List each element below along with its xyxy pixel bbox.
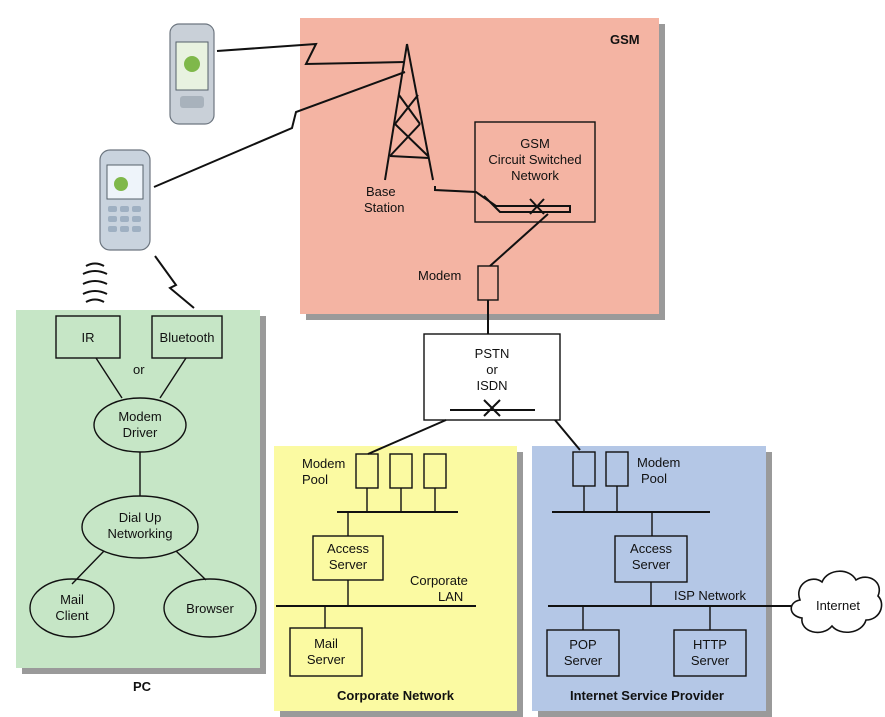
corporate-lan-label-line1: Corporate: [410, 573, 468, 588]
corporate-modem-pool-label-line1: Modem: [302, 456, 345, 471]
phone-screen: [106, 164, 144, 200]
base-station-label-line1: Base: [366, 184, 396, 199]
corporate-region-background: [274, 446, 517, 711]
modem-driver-label-line2: Driver: [123, 425, 158, 440]
browser-label: Browser: [186, 601, 234, 616]
gsm-region: GSM: [300, 18, 665, 320]
isp-modem-pool-label-line1: Modem: [637, 455, 680, 470]
gsm-to-modem-link: [489, 213, 549, 267]
gsm-circuit-label-line3: Network: [511, 168, 559, 183]
dialup-to-mail-client-link: [71, 550, 105, 585]
gsm-switch-path: [434, 186, 571, 213]
pc-region-title: PC: [133, 679, 152, 694]
bluetooth-to-modem-driver-link: [159, 357, 187, 399]
phone-keypad: [108, 206, 141, 232]
pc-region-background: [16, 310, 260, 668]
mail-server-box: [289, 627, 363, 677]
internet-cloud-icon: [790, 570, 883, 634]
mail-client-node: [29, 578, 115, 638]
bluetooth-label: Bluetooth: [160, 330, 215, 345]
gsm-region-title: GSM: [610, 32, 640, 47]
radio-link-p900: [153, 71, 406, 188]
http-server-label-line1: HTTP: [693, 637, 727, 652]
pstn-label-line1: PSTN: [475, 346, 510, 361]
pstn-switch-icon: [450, 399, 535, 417]
modem-driver-label-line1: Modem: [118, 409, 161, 424]
base-station-tower-icon: [384, 43, 434, 181]
pstn-label-line3: ISDN: [476, 378, 507, 393]
ir-to-modem-driver-link: [95, 357, 123, 399]
corporate-access-server-label-line1: Access: [327, 541, 369, 556]
corporate-region-title: Corporate Network: [337, 688, 455, 703]
mail-server-label-line2: Server: [307, 652, 346, 667]
pc-region: PC: [16, 310, 266, 694]
gsm-circuit-label-line1: GSM: [520, 136, 550, 151]
isp-region-background: [532, 446, 766, 711]
pstn-label-line2: or: [486, 362, 498, 377]
gsm-circuit-switched-network-box: [474, 121, 596, 223]
isp-access-server-label-line1: Access: [630, 541, 672, 556]
isp-network-label: ISP Network: [674, 588, 747, 603]
phone-screen-logo: [184, 56, 200, 72]
dialup-label-line2: Networking: [107, 526, 172, 541]
dial-up-networking-node: [81, 495, 199, 559]
phone-keypad: [180, 96, 204, 108]
mail-client-label-line2: Client: [55, 608, 89, 623]
dialup-label-line1: Dial Up: [119, 510, 162, 525]
gsm-switch-icon: [529, 198, 545, 215]
corporate-lan-label-line2: LAN: [438, 589, 463, 604]
http-server-label-line2: Server: [691, 653, 730, 668]
isp-region-title: Internet Service Provider: [570, 688, 724, 703]
dialup-to-browser-link: [175, 550, 207, 581]
ir-box: [55, 315, 121, 359]
phone-screen-logo: [114, 177, 128, 191]
bluetooth-radio-link: [154, 255, 195, 309]
isp-modem-pool-label-line2: Pool: [641, 471, 667, 486]
pop-server-box: [546, 629, 620, 677]
radio-link-p800: [216, 42, 406, 66]
isp-region: Internet Service Provider: [532, 446, 772, 717]
ir-or-bluetooth-label: or: [133, 362, 145, 377]
base-station-label-line2: Station: [364, 200, 404, 215]
pop-server-label-line2: Server: [564, 653, 603, 668]
browser-node: [163, 578, 257, 638]
gsm-circuit-label-line2: Circuit Switched: [488, 152, 581, 167]
internet-label: Internet: [816, 598, 860, 613]
corporate-modem-pool-label-line2: Pool: [302, 472, 328, 487]
phone-icon-p900: [99, 149, 151, 251]
pstn-to-isp-link: [554, 419, 581, 451]
phone-icon-p800: [169, 23, 215, 125]
ir-label: IR: [82, 330, 95, 345]
isp-access-server-label-line2: Server: [632, 557, 671, 572]
pop-server-label-line1: POP: [569, 637, 596, 652]
bluetooth-box: [151, 315, 223, 359]
http-server-box: [673, 629, 747, 677]
gsm-modem-label: Modem: [418, 268, 461, 283]
gsm-region-background: [300, 18, 659, 314]
mail-client-label-line1: Mail: [60, 592, 84, 607]
corporate-access-server-label-line2: Server: [329, 557, 368, 572]
mail-server-label-line1: Mail: [314, 636, 338, 651]
pstn-to-corporate-link: [367, 419, 447, 455]
infrared-waves-icon: [82, 262, 108, 303]
pstn-isdn-box: [423, 333, 561, 421]
